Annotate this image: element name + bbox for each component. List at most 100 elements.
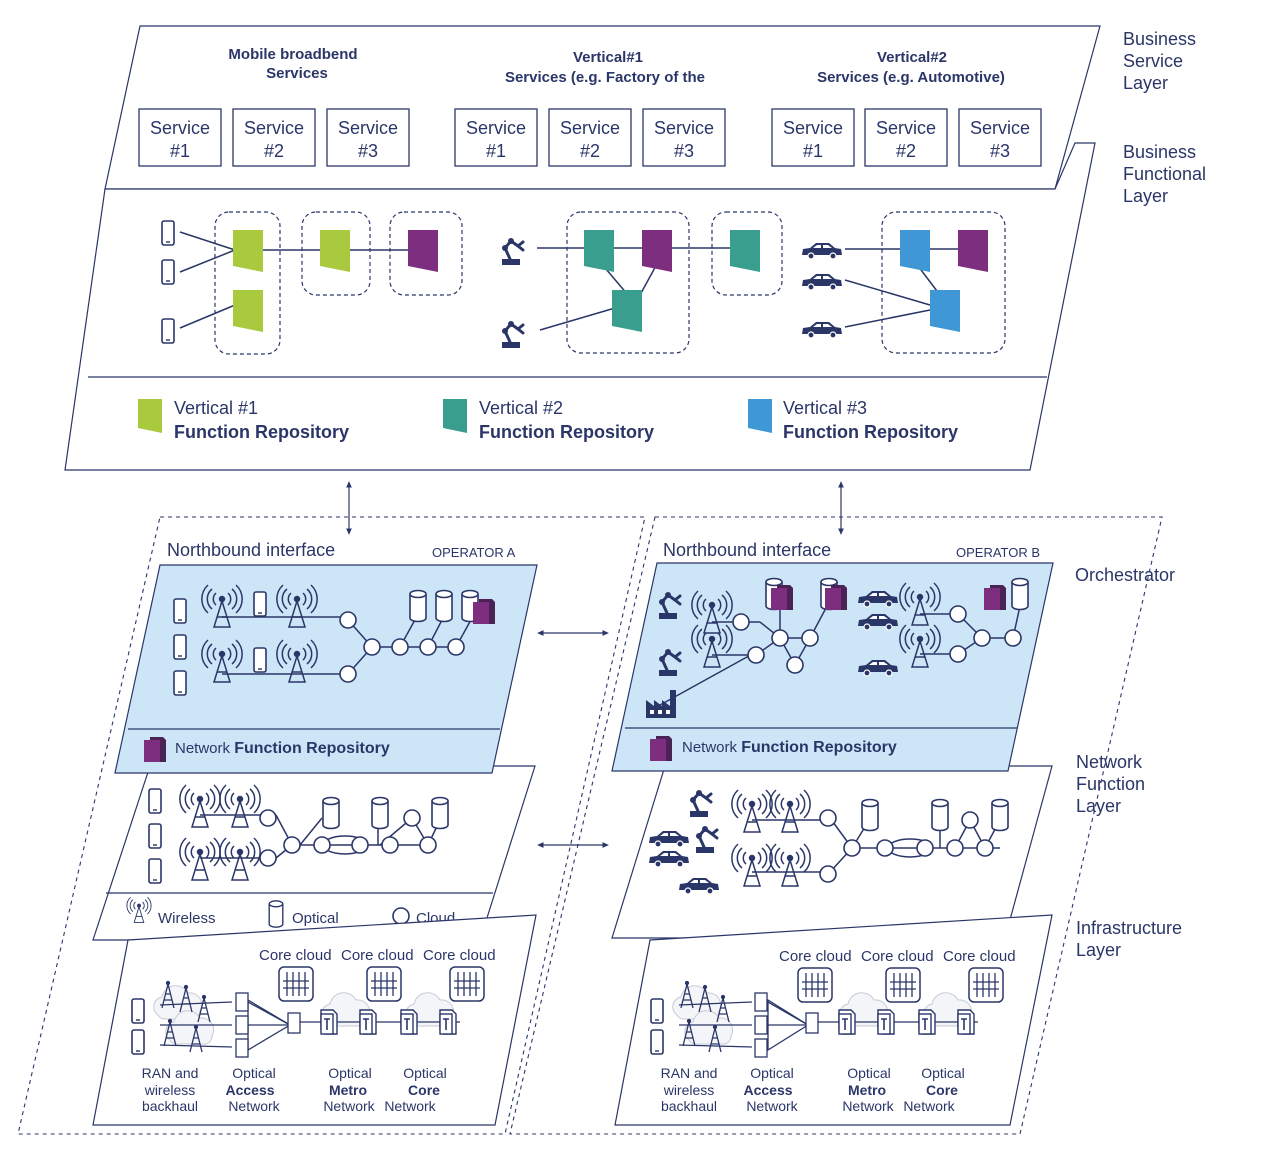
network-function-cube-icon: [473, 599, 495, 624]
service-box: Service#3: [326, 108, 410, 167]
network-function-repository-a: Network Function Repository: [144, 737, 390, 762]
service-group-title: Mobile broadbend: [228, 46, 357, 63]
svg-text:#1: #1: [486, 141, 506, 161]
infra-label: Optical: [750, 1065, 794, 1081]
service-box: Service#1: [138, 108, 222, 167]
repo-swatch-blue: [748, 399, 772, 433]
phone-icon: [131, 998, 145, 1024]
phone-icon: [148, 823, 162, 849]
optical-switch-icon: [957, 1009, 975, 1035]
infra-label: Network: [228, 1098, 280, 1114]
optical-switch-icon: [918, 1009, 936, 1035]
svg-text:#1: #1: [170, 141, 190, 161]
service-box: Service#2: [548, 108, 632, 167]
service-group-vertical2: Vertical#2 Services (e.g. Automotive): [817, 49, 1005, 86]
layer-label-business-service: Business Service Layer: [1123, 29, 1196, 93]
core-cloud-label: Core cloud: [779, 948, 852, 965]
infra-label: Access: [225, 1082, 274, 1098]
phone-icon: [173, 598, 187, 624]
function-blue: [900, 230, 930, 272]
core-cloud-rack-icon: [449, 966, 485, 1002]
optical-icon: [991, 798, 1009, 832]
service-group-title: Services (e.g. Factory of the: [505, 69, 705, 86]
phone-icon: [253, 591, 267, 617]
core-cloud-label: Core cloud: [423, 947, 496, 964]
phone-icon: [148, 858, 162, 884]
function-blue: [930, 290, 960, 332]
legend-label: Optical: [292, 910, 339, 927]
svg-text:Network: Network: [1076, 752, 1143, 772]
infra-label: Network: [323, 1098, 375, 1114]
infra-a: Core cloud Core cloud Core cloud RAN and…: [131, 947, 496, 1114]
infra-label: Metro: [848, 1082, 886, 1098]
svg-text:Service: Service: [338, 118, 398, 138]
optical-icon: [1011, 577, 1029, 611]
vertical2-function-chain: [801, 211, 1006, 354]
optical-icon: [435, 589, 453, 623]
function-purple: [642, 230, 672, 272]
service-box: Service#3: [958, 108, 1042, 167]
service-group-vertical1: Vertical#1 Services (e.g. Factory of the: [505, 49, 705, 86]
infra-label: Core: [926, 1082, 958, 1098]
layer-label-business-functional: Business Functional Layer: [1123, 142, 1206, 206]
function-green: [233, 230, 263, 272]
optical-icon: [431, 796, 449, 830]
orch-b-topology: [646, 577, 1029, 718]
service-group-title: Vertical#2: [877, 49, 947, 66]
infra-label: backhaul: [661, 1098, 717, 1114]
network-function-cube-icon: [771, 585, 793, 610]
optical-icon: [322, 796, 340, 830]
svg-text:Service: Service: [244, 118, 304, 138]
svg-text:Orchestrator: Orchestrator: [1075, 565, 1175, 585]
svg-text:#3: #3: [990, 141, 1010, 161]
infra-label: Optical: [328, 1065, 372, 1081]
infra-label: Network: [746, 1098, 798, 1114]
repo-swatch-green: [138, 399, 162, 433]
core-cloud-rack-icon: [797, 967, 833, 1003]
svg-text:Infrastructure: Infrastructure: [1076, 918, 1182, 938]
phone-icon: [161, 220, 175, 246]
core-cloud-rack-icon: [366, 966, 402, 1002]
svg-text:Service: Service: [1123, 51, 1183, 71]
infra-label: Network: [903, 1098, 955, 1114]
optical-icon: [409, 589, 427, 623]
operator-b-domain: [509, 516, 1163, 1135]
repo-label: Vertical #2: [479, 398, 563, 418]
infra-label: RAN and: [661, 1065, 718, 1081]
optical-switch-icon: [877, 1009, 895, 1035]
repo-bold: Function Repository: [741, 739, 897, 756]
svg-text:Layer: Layer: [1076, 940, 1121, 960]
function-green: [233, 290, 263, 332]
infra-label: wireless: [663, 1082, 715, 1098]
optical-switch-icon: [359, 1009, 377, 1035]
northbound-interface-label: Northbound interface: [663, 540, 831, 560]
optical-icon: [371, 796, 389, 830]
core-cloud-label: Core cloud: [861, 948, 934, 965]
svg-text:#2: #2: [264, 141, 284, 161]
svg-text:Network Function Repository: Network Function Repository: [175, 740, 390, 757]
infra-b: Core cloud Core cloud Core cloud RAN and…: [650, 948, 1016, 1114]
service-boxes: Service#1 Service#2 Service#3 Service#1 …: [138, 108, 1042, 167]
repo-label: Function Repository: [174, 422, 349, 442]
service-box: Service#2: [864, 108, 948, 167]
infra-label: Core: [408, 1082, 440, 1098]
svg-text:#2: #2: [580, 141, 600, 161]
repo-bold: Function Repository: [234, 740, 390, 757]
repo-label: Vertical #3: [783, 398, 867, 418]
phone-icon: [650, 1029, 664, 1055]
function-teal: [584, 230, 614, 272]
service-group-mbb: Mobile broadbend Services: [228, 46, 357, 82]
layer-label-orchestrator: Orchestrator: [1075, 565, 1175, 585]
repo-swatch-teal: [443, 399, 467, 433]
service-box: Service #2: [232, 108, 316, 167]
optical-icon: [931, 798, 949, 832]
mbb-function-chain: [161, 211, 463, 355]
infra-label: Optical: [232, 1065, 276, 1081]
nfl-b-topology: [648, 788, 1009, 895]
vnf-group-box: [214, 211, 281, 355]
svg-text:Service: Service: [654, 118, 714, 138]
function-teal: [730, 230, 760, 272]
repo-label: Vertical #1: [174, 398, 258, 418]
infrastructure-plane-a: [92, 914, 537, 1126]
